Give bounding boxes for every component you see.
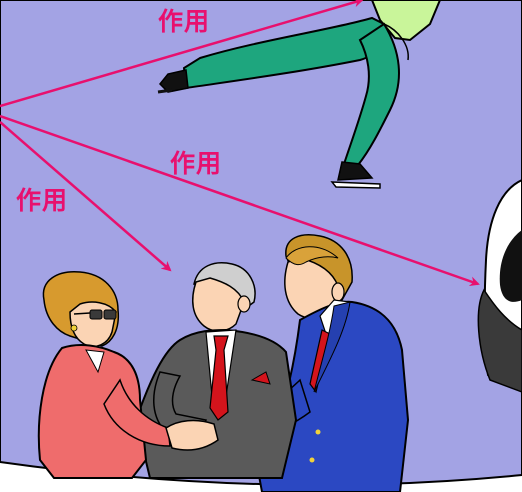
figure-skater: [157, 0, 442, 189]
arrow-to-fur-figure: [0, 114, 480, 287]
label-middle: 作用: [170, 149, 223, 178]
arrows: [0, 0, 480, 287]
arrow-to-handshake: [0, 121, 172, 272]
fur-figure: [477, 178, 522, 393]
woman: [37, 271, 171, 479]
handshake-group: [37, 234, 410, 492]
label-top: 作用: [158, 7, 211, 36]
handshake-hands: [165, 419, 219, 451]
arrow-to-skater: [0, 0, 364, 108]
label-left: 作用: [16, 186, 69, 215]
